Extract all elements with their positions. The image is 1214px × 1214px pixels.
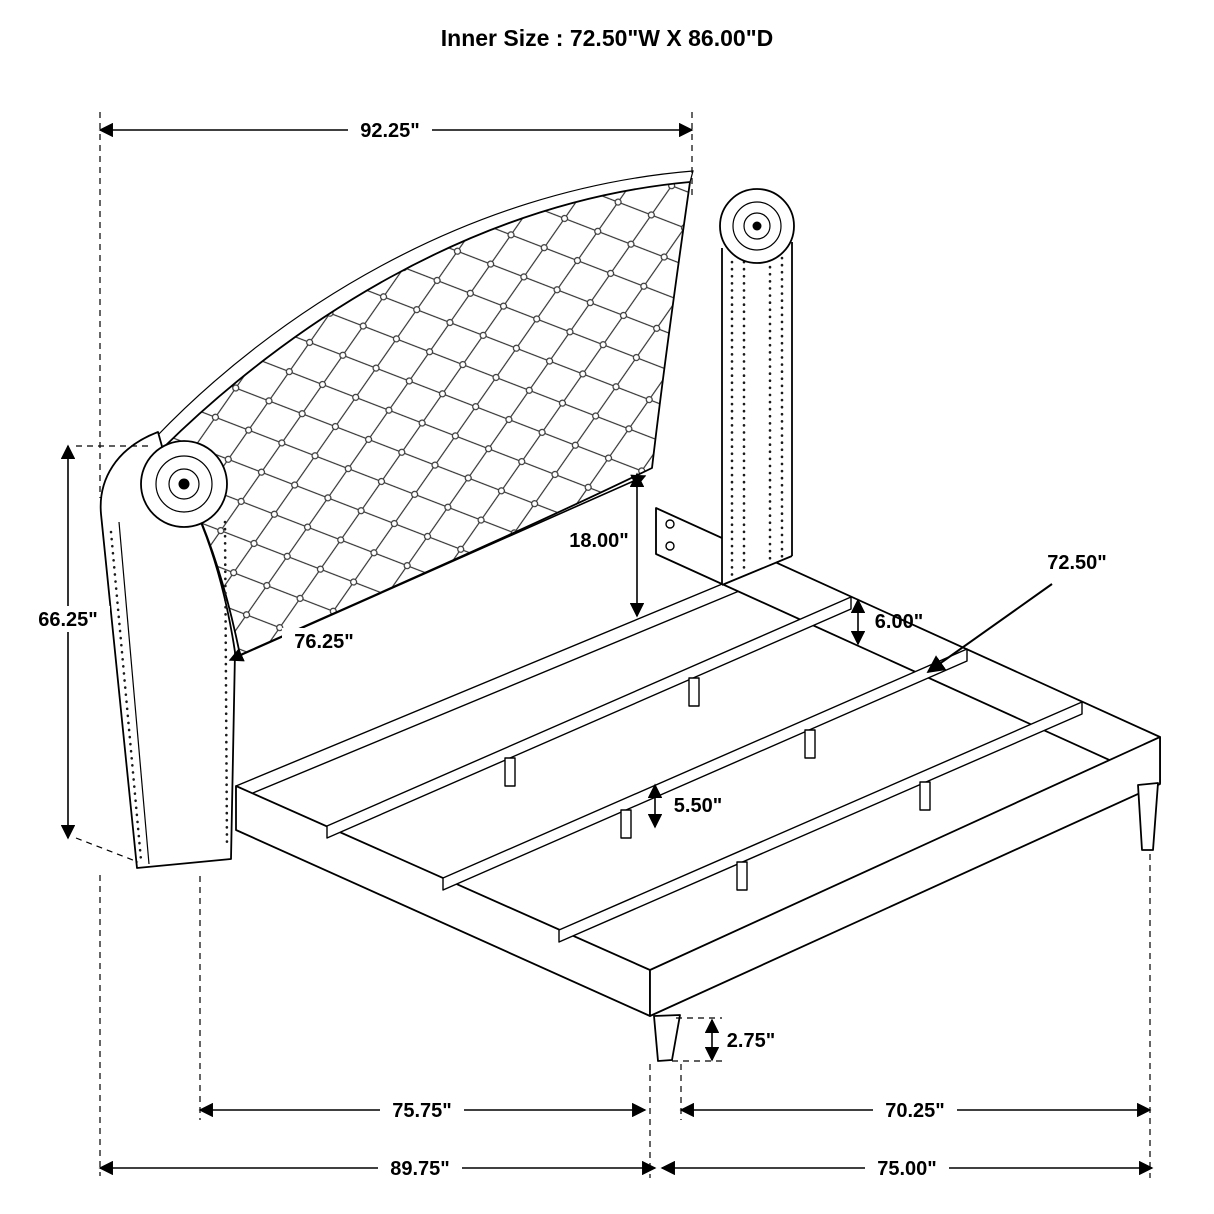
slats bbox=[326, 596, 1083, 943]
right-leg bbox=[1137, 782, 1159, 851]
dim-label-top-width: 92.25" bbox=[360, 120, 420, 142]
nailhead-trim bbox=[223, 520, 229, 850]
dim-overall-depth: 75.00" bbox=[660, 1155, 1154, 1181]
dim-label-headboard-width: 76.25" bbox=[294, 631, 354, 653]
slat-3 bbox=[558, 701, 1083, 943]
nailhead-trim bbox=[109, 530, 143, 862]
dim-leg-height: 2.75" bbox=[704, 1018, 775, 1062]
slat-foot bbox=[804, 729, 816, 759]
right-scroll bbox=[719, 188, 795, 264]
headboard-roll-edge bbox=[155, 170, 694, 438]
slat-foot bbox=[620, 809, 632, 839]
dim-label-frame-side-depth: 70.25" bbox=[885, 1100, 945, 1122]
dim-label-headboard-height: 18.00" bbox=[569, 530, 629, 552]
dim-label-slat-width: 72.50" bbox=[1047, 552, 1107, 574]
dim-overall-width: 89.75" bbox=[98, 1155, 657, 1181]
dim-label-overall-height: 66.25" bbox=[38, 609, 98, 631]
dim-label-frame-front-width: 75.75" bbox=[392, 1100, 452, 1122]
bolt-hole bbox=[665, 519, 675, 529]
dim-label-slat-height: 5.50" bbox=[674, 795, 722, 817]
dim-label-leg-height: 2.75" bbox=[727, 1030, 775, 1052]
dim-slat-width: 72.50" bbox=[926, 552, 1107, 674]
dim-slat-height: 5.50" bbox=[647, 783, 722, 829]
bolt-hole bbox=[665, 541, 675, 551]
dim-label-overall-depth: 75.00" bbox=[877, 1158, 937, 1180]
dim-overall-height: 66.25" bbox=[26, 444, 110, 840]
diagram-title: Inner Size : 72.50"W X 86.00"D bbox=[441, 25, 773, 51]
left-wing-arm bbox=[99, 431, 236, 869]
dim-rail-height: 6.00" bbox=[850, 598, 923, 646]
dim-headboard-width: 76.25" bbox=[228, 474, 647, 662]
dim-frame-side-depth: 70.25" bbox=[679, 1097, 1152, 1123]
slat-2 bbox=[442, 648, 968, 891]
slat-foot bbox=[504, 757, 516, 787]
right-wing-post bbox=[719, 188, 795, 586]
slat-foot bbox=[919, 781, 931, 811]
slat-foot bbox=[736, 861, 748, 891]
foot-rail bbox=[649, 736, 1161, 1017]
tufting bbox=[163, 182, 690, 655]
dim-label-overall-width: 89.75" bbox=[390, 1158, 450, 1180]
dim-label-rail-height: 6.00" bbox=[875, 611, 923, 633]
slat-foot bbox=[688, 677, 700, 707]
headboard-panel bbox=[155, 170, 694, 656]
left-scroll bbox=[140, 440, 228, 528]
dim-frame-front-width: 75.75" bbox=[198, 1097, 647, 1123]
foot-leg bbox=[653, 1014, 681, 1062]
dim-top-width: 92.25" bbox=[98, 117, 694, 143]
